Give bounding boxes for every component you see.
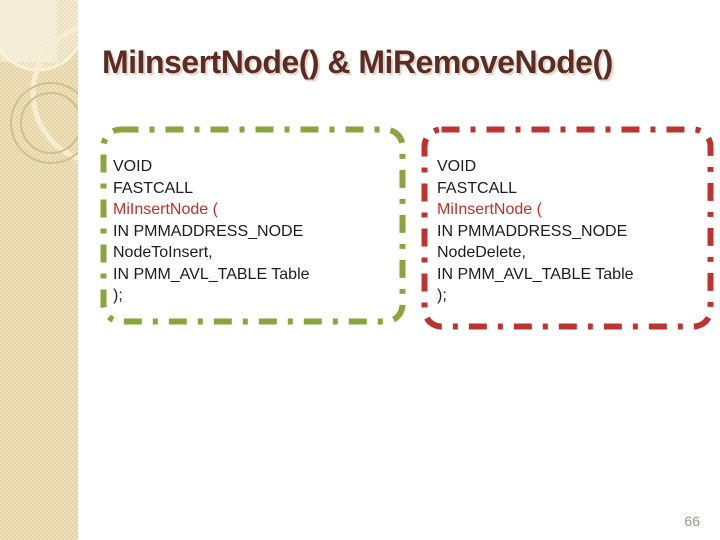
red-dashed-border-icon <box>421 126 714 330</box>
code-line: VOID <box>437 158 477 175</box>
code-line: VOID <box>113 158 153 175</box>
remove-node-box: VOID FASTCALL MiInsertNode ( IN PMMADDRE… <box>421 126 714 330</box>
insert-node-box: VOID FASTCALL MiInsertNode ( IN PMMADDRE… <box>100 126 406 325</box>
slide-title: MiInsertNode() & MiRemoveNode() <box>102 44 613 80</box>
code-line: ); <box>113 287 123 304</box>
code-line-function-name: MiInsertNode ( <box>437 201 542 218</box>
code-line: FASTCALL <box>113 179 194 197</box>
code-line: IN PMMADDRESS_NODE <box>113 222 304 240</box>
code-line: FASTCALL <box>437 179 518 197</box>
green-dashed-border-icon <box>100 126 406 325</box>
circles-ornament-icon <box>0 0 78 164</box>
code-line-function-name: MiInsertNode ( <box>113 201 218 218</box>
code-listing: VOID FASTCALL MiInsertNode ( IN PMMADDRE… <box>113 156 310 307</box>
code-line: IN PMMADDRESS_NODE <box>437 222 628 240</box>
code-listing: VOID FASTCALL MiInsertNode ( IN PMMADDRE… <box>437 156 634 307</box>
code-line: IN PMM_AVL_TABLE Table <box>437 265 634 283</box>
code-line: IN PMM_AVL_TABLE Table <box>113 265 310 283</box>
code-line: NodeDelete, <box>437 244 526 261</box>
code-line: NodeToInsert, <box>113 244 213 261</box>
page-number: 66 <box>684 513 700 529</box>
code-line: ); <box>437 287 447 304</box>
sidebar-decoration <box>0 0 78 540</box>
